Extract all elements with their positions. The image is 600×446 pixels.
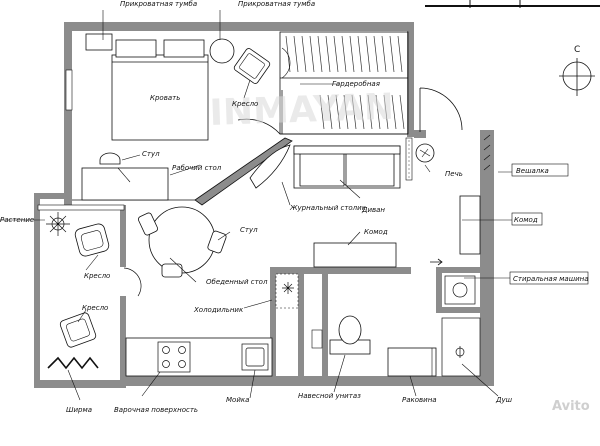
label-wardrobe: Гардеробная (332, 80, 380, 88)
desk (81, 167, 169, 201)
toilet (329, 315, 371, 355)
coffee-table (249, 144, 291, 189)
dresser-right (459, 195, 481, 255)
label-nightstand-top: Прикроватная тумба (120, 0, 197, 8)
label-screen: Ширма (66, 406, 92, 414)
nightstand-right (209, 38, 235, 64)
leader-lines (0, 10, 515, 401)
label-dresser-right: Комод (514, 216, 538, 224)
hanger-pegs (483, 134, 491, 171)
walls (34, 22, 494, 388)
hanger (405, 137, 413, 181)
dresser-mid (313, 242, 397, 268)
label-desk: Рабочий стол (172, 164, 222, 172)
label-bed: Кровать (150, 94, 180, 102)
label-hanger: Вешалка (516, 167, 549, 175)
cooktop (157, 341, 191, 373)
label-chair-dining: Стул (240, 226, 258, 234)
compass: С (559, 45, 595, 96)
compass-north-label: С (574, 45, 580, 55)
dining-table (148, 206, 216, 274)
label-sofa: Диван (361, 206, 385, 214)
label-kitchen-sink: Мойка (226, 396, 249, 404)
label-dresser-mid: Комод (364, 228, 388, 236)
label-chair-desk: Стул (142, 150, 160, 158)
armchair-bedroom (233, 48, 271, 84)
fridge-icon (282, 282, 294, 294)
label-plant: Растение (0, 216, 34, 224)
label-shower: Душ (495, 396, 513, 404)
nightstand-left (85, 33, 113, 51)
chair-desk (99, 152, 121, 165)
front-door (419, 87, 463, 132)
chair-dining-2 (207, 230, 227, 254)
kitchen-sink (241, 343, 269, 371)
window-left (65, 69, 73, 111)
sofa (293, 145, 401, 189)
top-right-marks (425, 0, 600, 8)
label-nightstand-right: Прикроватная тумба (238, 0, 315, 8)
stove (415, 143, 435, 163)
label-fridge: Холодильник (193, 306, 244, 314)
label-cooktop: Варочная поверхность (114, 406, 198, 414)
label-armchair-left-top: Кресло (84, 272, 110, 280)
label-washing-machine: Стиральная машина (513, 275, 589, 283)
bed (111, 39, 209, 141)
label-coffee-table: Журнальный столик (289, 204, 367, 212)
label-toilet: Навесной унитаз (298, 392, 361, 400)
chair-dining-1 (138, 212, 158, 236)
shower (441, 317, 481, 377)
plant-icon (46, 212, 70, 236)
watermark-brand: Avito (552, 399, 590, 414)
label-armchair-left-bottom: Кресло (82, 304, 108, 312)
armchair-left-bottom (59, 312, 97, 348)
toilet-cistern (311, 329, 323, 349)
label-dining-table: Обеденный стол (206, 278, 268, 286)
watermark-text: INMAYAN (209, 87, 395, 134)
fridge (275, 273, 299, 309)
label-stove: Печь (445, 170, 463, 178)
label-washbasin: Раковина (402, 396, 437, 404)
armchair-left-top (74, 223, 110, 257)
chair-dining-3 (161, 263, 183, 278)
washbasin (387, 347, 437, 377)
screen-icon (47, 356, 99, 370)
balcony-door (123, 267, 142, 297)
label-armchair-bedroom: Кресло (232, 100, 258, 108)
washing-machine (444, 275, 476, 305)
